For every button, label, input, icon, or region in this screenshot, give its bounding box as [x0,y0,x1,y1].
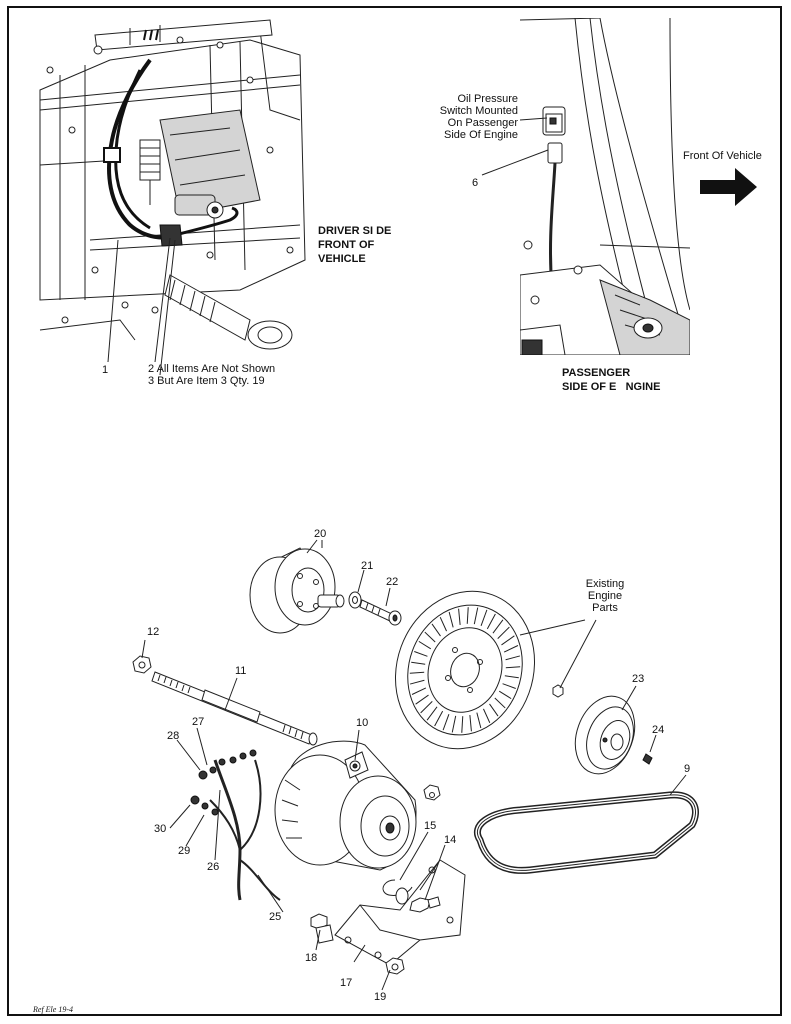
part-11-through-bolt [151,671,318,746]
callout-1: 1 [102,364,109,376]
existing-line-2: Engine [587,590,623,602]
flywheel-fin [409,679,425,685]
existing-engine-parts-label: Existing Engine Parts [583,578,627,614]
oil-switch-note-line-1: Oil Pressure [457,93,518,105]
callout-6: 6 [472,177,479,189]
flywheel-fin [448,611,454,628]
callout-11: 11 [235,665,247,677]
part-12-nut [132,655,152,674]
callout-22: 22 [386,576,399,588]
flywheel-fin [461,716,464,733]
flywheel-fin [411,687,427,695]
flywheel-fin [494,697,506,709]
front-of-vehicle-label: Front Of Vehicle [683,150,762,162]
part-24-key [642,753,653,765]
driver-heading-line-2: FRONT OF [318,239,375,251]
flywheel-fin [486,613,496,630]
driver-heading-line-3: VEHICLE [318,253,366,265]
flywheel-fin [442,713,450,731]
callout-25: 25 [269,911,282,923]
passenger-heading-line-1: PASSENGER [562,367,631,379]
flywheel-fin [424,631,436,643]
oil-switch-note: Oil Pressure Switch Mounted On Passenger… [418,93,518,141]
callout-27: 27 [192,716,205,728]
reference-code: Ref Ele 19-4 [33,1005,73,1014]
flywheel-fin [476,712,482,729]
flywheel-fin [480,609,488,627]
driver-side-heading: DRIVER SI DE FRONT OF VEHICLE [318,224,391,266]
part-10-alternator [274,740,417,871]
callout-10: 10 [356,717,369,729]
callout-21: 21 [361,560,374,572]
oil-switch-note-line-2: Switch Mounted [439,105,518,117]
part-23-pulley [574,695,636,775]
flywheel-fin [409,671,425,674]
callout-23: 23 [632,673,645,685]
existing-line-1: Existing [585,578,625,590]
callout-9: 9 [684,763,691,775]
callout-17: 17 [340,977,353,989]
flywheel-fin [501,635,515,646]
flywheel-fin [498,690,512,700]
callout-24: 24 [652,724,665,736]
passenger-side-heading: PASSENGER SIDE OF E NGINE [562,366,660,394]
part-9-belt [474,791,699,874]
flywheel-fin [469,715,472,732]
flywheel-fin [411,661,426,665]
flywheel-fin [458,608,461,625]
callout-26: 26 [207,861,220,873]
flywheel-fin [415,694,429,705]
flywheel-fin [431,623,441,637]
flywheel-fin [414,651,428,657]
flywheel-fin [503,645,519,653]
existing-line-3: Parts [592,602,618,614]
part-20-adapter [249,540,345,634]
oil-switch-note-line-4: Side Of Engine [444,129,518,141]
flywheel-fin [483,708,491,724]
front-of-vehicle-arrow [700,168,757,206]
callout-14: 14 [444,834,457,846]
flywheel-fin [420,701,433,714]
callout-30: 30 [154,823,167,835]
callout-20: 20 [314,528,327,540]
oil-switch-note-line-3: On Passenger [447,117,518,129]
flywheel-fin [489,703,499,717]
flywheel-fin [502,683,516,689]
callout-19: 19 [374,991,387,1003]
flywheel-fin [418,640,432,650]
flywheel-fin [451,715,457,733]
callout-29: 29 [178,845,191,857]
exploded-alternator-view [132,539,699,991]
figure-frame [7,6,782,1016]
driver-note-line-2: 3 But Are Item 3 Qty. 19 [148,375,265,387]
part-22-bolt [359,599,402,626]
driver-side-illustration [39,19,306,376]
flywheel-fin [505,655,521,661]
parts-25-30-harness [190,749,281,901]
callout-28: 28 [167,730,180,742]
part-21-washer [348,591,362,609]
flywheel-fin [473,607,479,625]
flywheel-fin [505,666,521,669]
flywheel-fin [439,616,447,632]
flywheel-fin [492,619,504,634]
flywheel [394,590,536,750]
part-17-bracket [334,859,466,966]
flywheel-fin [434,710,444,727]
callout-15: 15 [424,820,437,832]
flywheel-fin [426,706,438,721]
flywheel-fin [497,626,510,639]
passenger-heading-line-2: SIDE OF E NGINE [562,381,661,393]
flywheel-fin [504,675,519,679]
callout-12: 12 [147,626,160,638]
driver-note: 2 All Items Are Not Shown 3 But Are Item… [148,363,275,387]
callout-18: 18 [305,952,318,964]
passenger-side-illustration [481,18,757,355]
driver-heading-line-1: DRIVER SI DE [318,225,392,237]
driver-note-line-1: 2 All Items Are Not Shown [148,363,276,375]
flywheel-fin [466,607,469,624]
